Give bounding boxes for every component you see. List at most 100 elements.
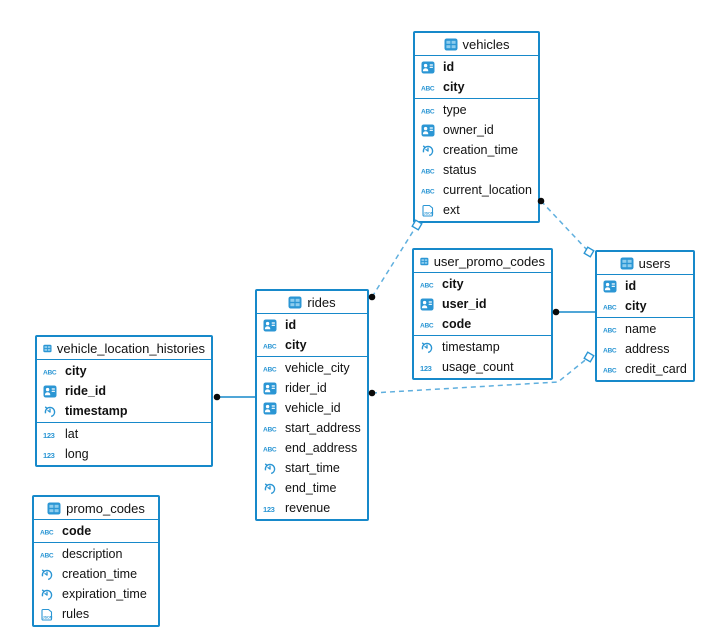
column-name: rider_id [285,381,327,395]
table-row: 123 usage_count [414,357,551,377]
abc-icon: ABC [263,446,277,453]
table-row: ABC vehicle_city [257,358,367,378]
table-row: expiration_time [34,584,158,604]
svg-text:ABC: ABC [263,343,277,350]
table-row: timestamp [414,337,551,357]
clock-icon [44,406,56,417]
abc-icon: ABC [263,343,277,350]
column-name: address [625,342,670,356]
number-123-icon: 123 [43,451,55,460]
abc-icon: ABC [603,367,617,374]
clock-icon [421,342,433,353]
table-header: vehicles [415,33,538,56]
column-name: owner_id [443,123,494,137]
abc-icon: ABC [603,347,617,354]
column-name: expiration_time [62,587,147,601]
svg-text:ABC: ABC [263,426,277,433]
section-divider [257,356,367,357]
table-header: user_promo_codes [414,250,551,273]
column-name: long [65,447,89,461]
table-row: rider_id [257,378,367,398]
relation-endpoint-handle [583,246,595,258]
abc-icon: ABC [263,426,277,433]
svg-text:123: 123 [263,505,275,514]
column-name: vehicle_id [285,401,341,415]
svg-text:ABC: ABC [421,188,435,195]
column-name: city [443,80,465,94]
svg-text:123: 123 [43,431,55,440]
svg-text:ABC: ABC [40,529,54,536]
id-icon [263,402,277,414]
table-row: ABC address [597,339,693,359]
json-icon: JSON [41,608,53,621]
abc-icon: ABC [40,552,54,559]
table-title: vehicles [462,36,510,52]
column-name: code [62,524,92,538]
table-row: start_time [257,458,367,478]
table-row: ABC credit_card [597,359,693,379]
table-title: user_promo_codes [433,253,545,269]
table-row: creation_time [34,564,158,584]
table-title: promo_codes [66,500,145,516]
clock-icon [422,145,434,156]
table-row: 123 revenue [257,498,367,518]
table-icon [420,257,429,265]
column-name: usage_count [442,360,514,374]
section-divider [34,542,158,543]
table-icon [444,38,458,50]
table-row: id [257,315,367,335]
svg-text:ABC: ABC [263,366,277,373]
table-header: rides [257,291,367,314]
table-row: creation_time [415,140,538,160]
id-icon [603,280,617,292]
svg-text:123: 123 [420,364,432,373]
column-name: vehicle_city [285,361,350,375]
column-name: id [285,318,297,332]
number-123-icon: 123 [263,505,275,514]
column-name: credit_card [625,362,687,376]
column-name: end_address [285,441,358,455]
svg-text:ABC: ABC [603,304,617,311]
column-name: id [443,60,455,74]
abc-icon: ABC [263,366,277,373]
column-name: creation_time [62,567,138,581]
json-icon: JSON [422,204,434,217]
svg-text:ABC: ABC [420,322,434,329]
relation-endpoint-dot [368,293,376,301]
table-header: promo_codes [34,497,158,520]
abc-icon: ABC [603,327,617,334]
table-icon [620,257,634,269]
table-title: vehicle_location_histories [56,340,205,356]
svg-text:ABC: ABC [43,369,57,376]
column-name: start_address [285,421,361,435]
svg-text:JSON: JSON [424,211,434,215]
section-divider [597,317,693,318]
table-row: ABC code [34,521,158,541]
column-name: name [625,322,657,336]
table-row: user_id [414,294,551,314]
column-name: end_time [285,481,337,495]
table-row: JSON rules [34,604,158,624]
column-name: rules [62,607,90,621]
column-name: revenue [285,501,331,515]
table-row: id [597,276,693,296]
clock-icon [41,569,53,580]
svg-text:ABC: ABC [421,168,435,175]
number-123-icon: 123 [43,431,55,440]
